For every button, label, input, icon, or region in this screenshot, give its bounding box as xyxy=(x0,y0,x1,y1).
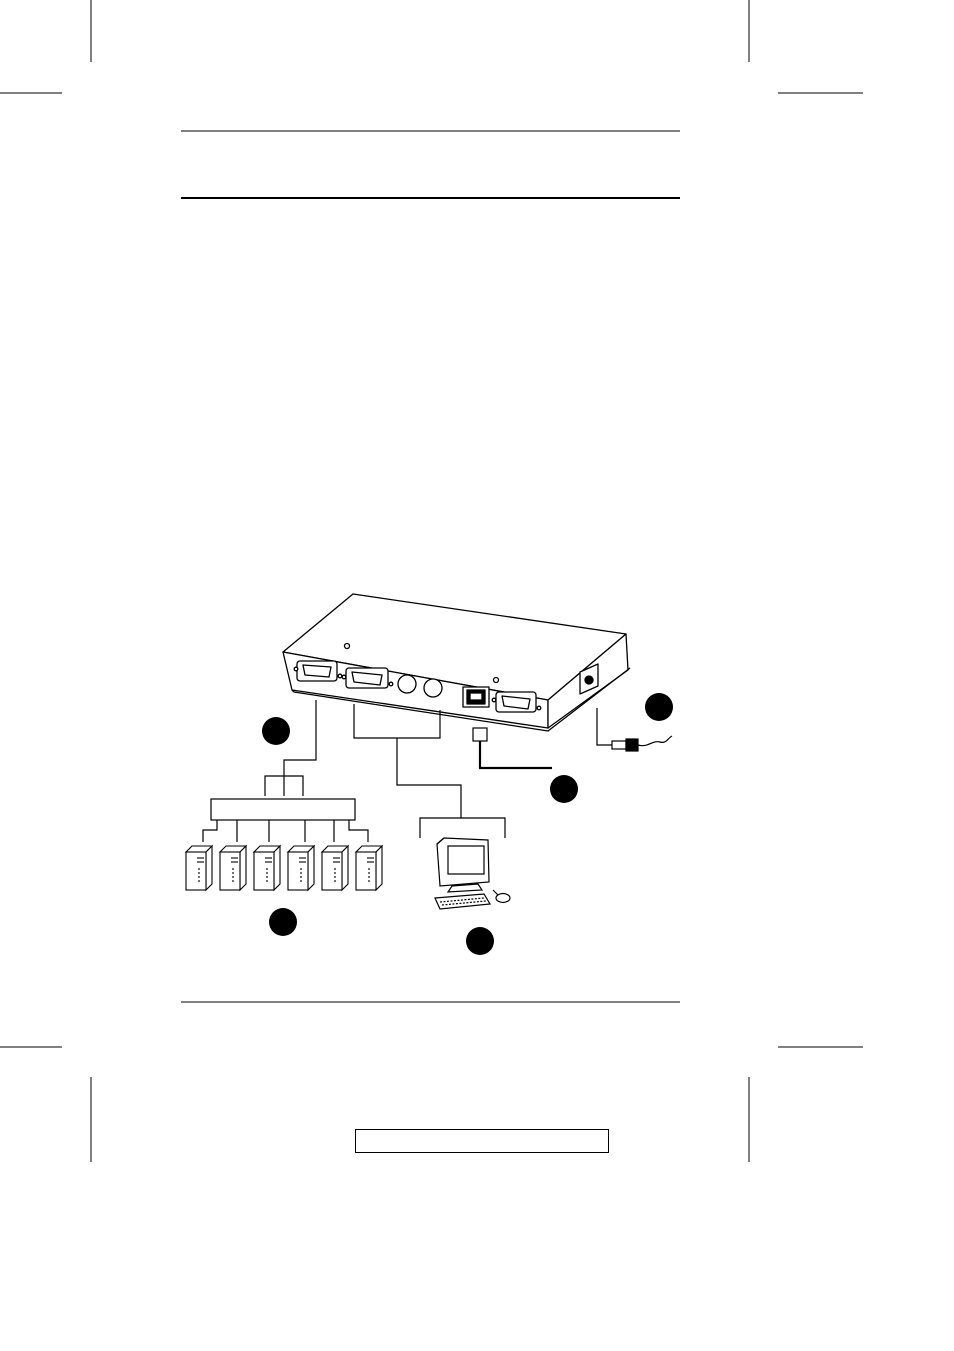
callout-kvm-switch xyxy=(262,717,290,745)
footer-page-label-box xyxy=(355,1129,609,1153)
callout-servers xyxy=(269,908,297,936)
crop-marks xyxy=(0,0,863,1162)
console-group xyxy=(435,838,510,909)
console-vga-port xyxy=(342,668,393,688)
keyboard-icon xyxy=(435,894,490,909)
mouse-icon xyxy=(493,890,510,903)
server-icon xyxy=(220,846,246,890)
monitor-icon xyxy=(437,838,489,892)
server-icon xyxy=(254,846,280,890)
callout-power xyxy=(645,693,673,721)
server-icon xyxy=(322,846,348,890)
server-icon xyxy=(356,846,382,890)
kvm-over-ip-device-icon xyxy=(283,594,630,731)
callout-console xyxy=(466,927,494,955)
kvm-switch-icon xyxy=(211,799,355,820)
callouts xyxy=(262,693,673,955)
server-icon xyxy=(186,846,212,890)
callout-lan xyxy=(550,775,578,803)
lan-port xyxy=(463,687,489,707)
kvm-port xyxy=(294,661,342,681)
lan-cable-connector-icon xyxy=(473,728,487,741)
serial-port xyxy=(492,692,541,712)
server-icon xyxy=(288,846,314,890)
servers-group xyxy=(186,846,382,890)
